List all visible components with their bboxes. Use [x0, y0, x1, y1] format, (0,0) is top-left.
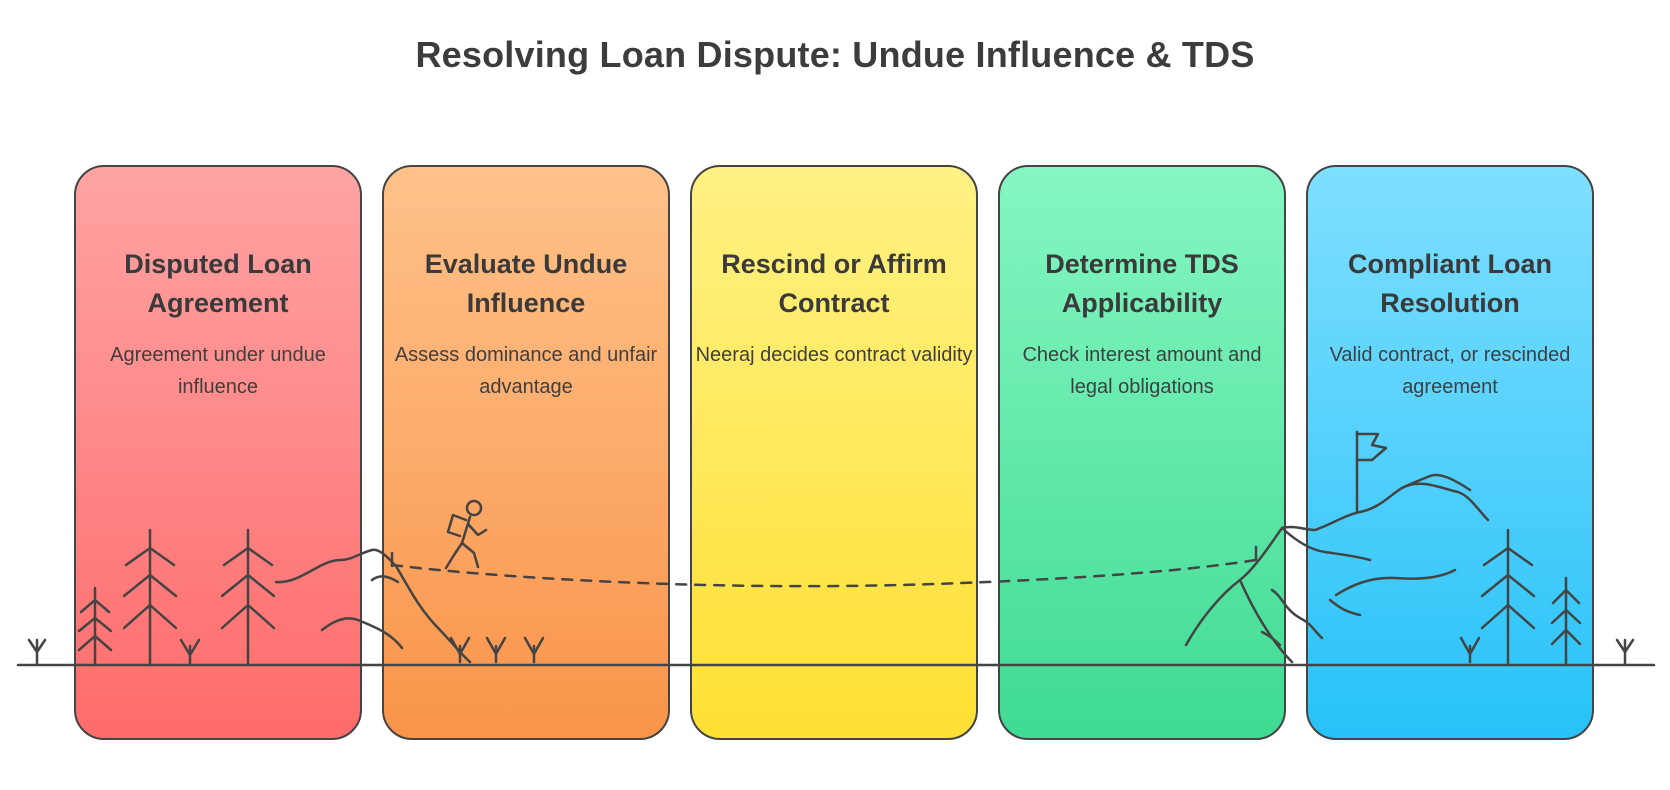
- hiker-icon: [444, 499, 488, 570]
- step-description-2: Assess dominance and unfair advantage: [394, 344, 658, 398]
- grass-icon: [449, 636, 545, 664]
- step-heading-2: Evaluate Undue Influence: [424, 249, 628, 318]
- tree-icon: [220, 528, 276, 667]
- step-heading-5: Compliant Loan Resolution: [1348, 249, 1552, 318]
- grass-icon: [1459, 636, 1481, 664]
- step-heading-1: Disputed Loan Agreement: [124, 249, 312, 318]
- step-description-5: Valid contract, or rescinded agreement: [1329, 344, 1571, 398]
- step-card-5: Compliant Loan Resolution Valid contract…: [1306, 165, 1594, 740]
- step-card-2: Evaluate Undue Influence Assess dominanc…: [382, 165, 670, 740]
- tree-icon: [77, 586, 113, 667]
- tree-icon: [1550, 576, 1582, 667]
- step-heading-3: Rescind or Affirm Contract: [721, 249, 947, 318]
- step-description-4: Check interest amount and legal obligati…: [1022, 344, 1262, 398]
- mountain-icon: [1184, 473, 1490, 664]
- step-card-3: Rescind or Affirm Contract Neeraj decide…: [690, 165, 978, 740]
- diagram-title: Resolving Loan Dispute: Undue Influence …: [415, 34, 1255, 75]
- step-card-1: Disputed Loan Agreement Agreement under …: [74, 165, 362, 740]
- hill-icon: [274, 548, 472, 664]
- step-description-1: Agreement under undue influence: [110, 344, 326, 398]
- step-description-3: Neeraj decides contract validity: [695, 344, 973, 366]
- grass-icon: [179, 638, 201, 666]
- step-card-4: Determine TDS Applicability Check intere…: [998, 165, 1286, 740]
- grass-icon: [1615, 638, 1635, 666]
- step-heading-4: Determine TDS Applicability: [1045, 249, 1239, 318]
- tree-icon: [122, 528, 178, 667]
- flag-icon: [1355, 430, 1388, 514]
- trail-path: [390, 558, 1258, 588]
- tree-icon: [1480, 528, 1536, 667]
- grass-icon: [27, 638, 47, 666]
